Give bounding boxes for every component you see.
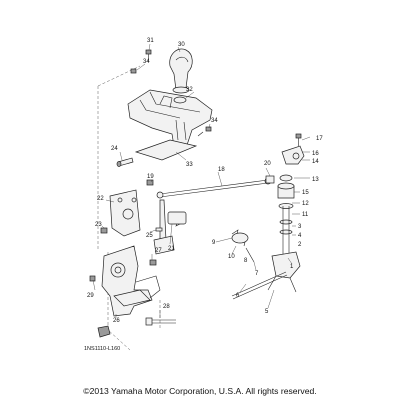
shift-fork-1 [267,251,301,293]
callout-16: 16 [312,151,319,157]
callout-13: 13 [312,177,319,183]
collar-20 [265,175,275,184]
shift-knob [169,48,193,94]
callout-25: 25 [146,233,153,239]
callout-8: 8 [244,258,248,264]
bolt-17 [295,133,302,146]
spring-21 [167,211,187,227]
callout-22: 22 [97,196,104,202]
callout-3: 3 [298,224,302,230]
callout-20: 20 [264,161,271,167]
callout-2: 2 [298,242,302,248]
callout-24: 24 [111,146,118,152]
callout-11: 11 [302,212,309,218]
leader-lines [92,43,311,318]
callout-12: 12 [302,201,309,207]
callout-33: 33 [186,162,193,168]
upper-lever [281,145,305,165]
nut-27 [149,259,157,266]
callout-19: 19 [147,174,154,180]
callout-21: 21 [168,246,175,252]
callout-7: 7 [255,271,259,277]
callout-29: 29 [87,293,94,299]
shift-lever-arm [153,199,175,255]
bolt-31 [145,49,152,62]
pin-8 [245,247,255,263]
nut-29 [89,275,96,282]
callout-14: 14 [312,159,319,165]
diagram-reference-code: 1NS1110-L160 [84,346,121,352]
callout-15: 15 [302,190,309,196]
callout-34-right: 34 [211,118,218,124]
pin-25 [155,227,163,232]
callout-labels: 30 31 34 32 34 33 24 19 18 20 17 16 14 1… [87,38,323,324]
callout-5: 5 [265,309,269,315]
callout-30: 30 [178,42,185,48]
callout-10: 10 [228,254,235,260]
nut-34-upper [130,68,137,74]
clip-icon [97,325,111,338]
callout-32: 32 [186,87,193,93]
callout-34-upper: 34 [143,59,150,65]
callout-27: 27 [155,248,162,254]
shift-rod [156,177,272,199]
bolt-34 [197,126,212,137]
bolt-23 [100,227,108,234]
callout-17: 17 [316,136,323,142]
gasket-plate [134,139,198,161]
callout-31: 31 [147,38,154,44]
nut-19 [146,179,154,186]
shift-shaft-stack [277,174,295,262]
copyright-notice: ©2013 Yamaha Motor Corporation, U.S.A. A… [83,386,317,396]
callout-18: 18 [218,167,225,173]
bracket-22 [109,189,141,237]
callout-1: 1 [290,264,294,270]
lever-housing [127,89,213,149]
callout-9: 9 [212,240,216,246]
mount-bracket-26 [101,245,161,317]
assembly-outline [97,65,161,351]
callout-6: 6 [236,293,240,299]
bolt-28 [145,317,176,326]
callout-4: 4 [298,233,302,239]
callout-26: 26 [113,318,120,324]
fork-shaft-6 [231,271,288,300]
spring-9 [231,229,249,247]
callout-28: 28 [163,304,170,310]
pin-24 [116,157,134,167]
callout-23: 23 [95,222,102,228]
